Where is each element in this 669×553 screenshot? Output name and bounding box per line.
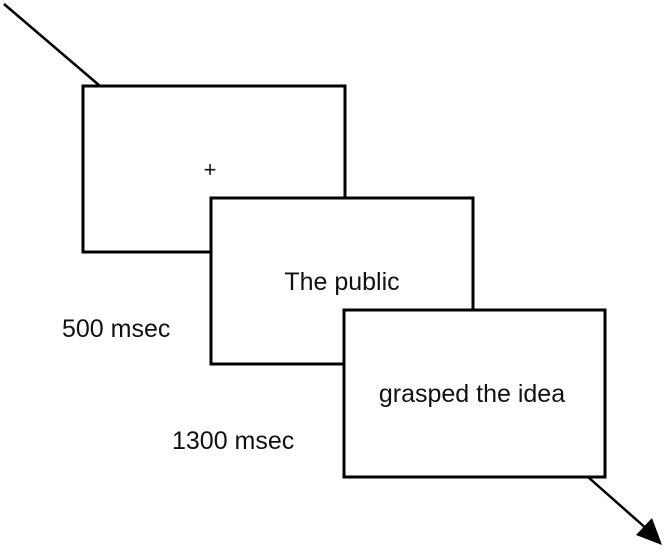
time-axis-start [3,3,101,87]
second-word-frame-box [342,308,607,479]
second-word-text: grasped the idea [379,380,565,408]
second-duration-label: 1300 msec [172,427,294,455]
first-duration-label: 500 msec [62,315,170,343]
arrow-head [636,518,662,545]
arrow-down-right-icon [587,476,662,545]
time-axis-end [587,476,649,531]
second-word-frame: grasped the idea [342,308,607,479]
fixation-cross: + [204,157,217,182]
first-word-text: The public [284,268,399,296]
